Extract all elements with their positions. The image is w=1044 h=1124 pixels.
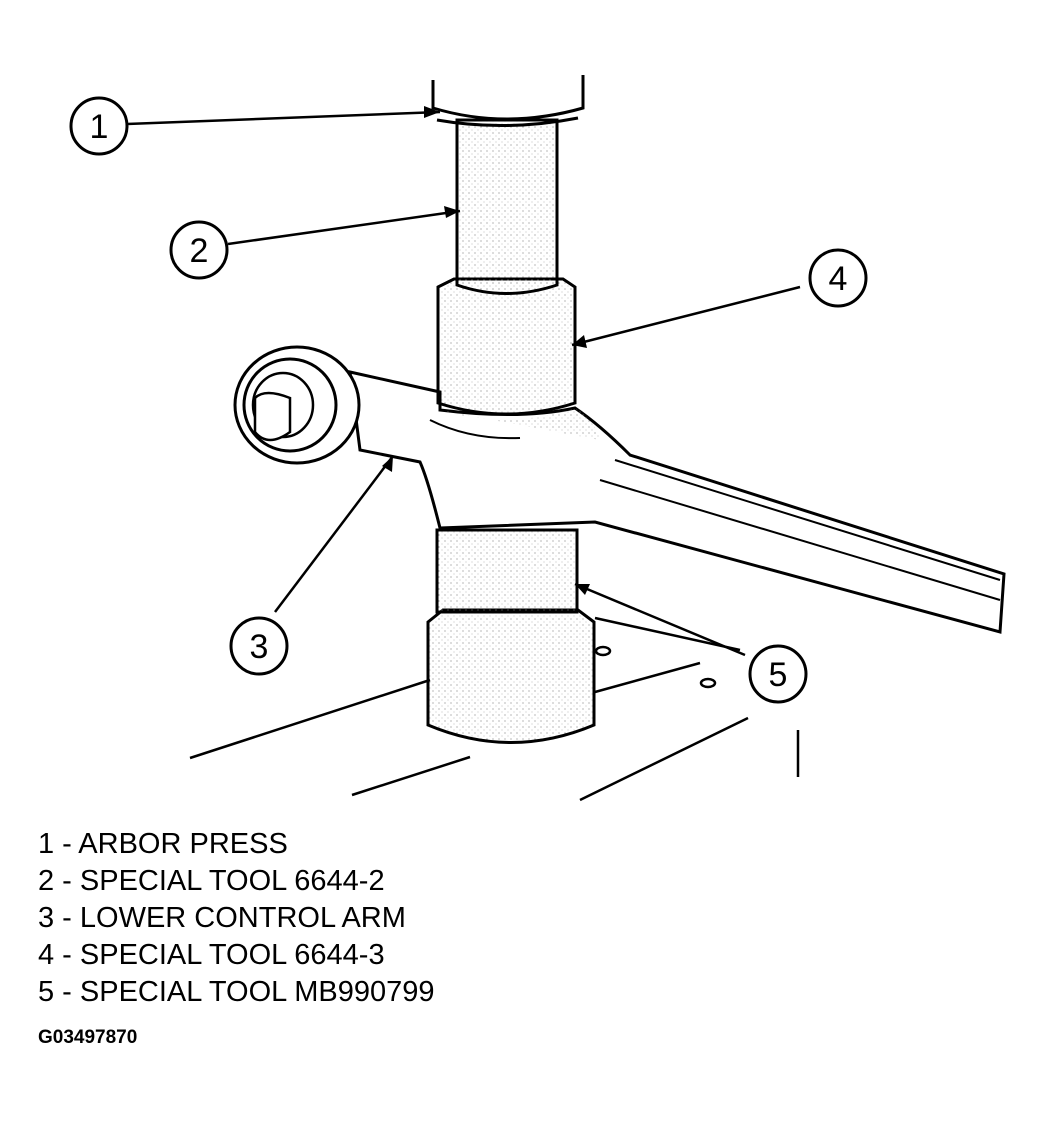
- press-table: [189, 616, 800, 802]
- leader-lines: [126, 110, 801, 657]
- callout-4-number: 4: [829, 260, 848, 298]
- legend-item: 2 - SPECIAL TOOL 6644-2: [38, 865, 385, 897]
- arbor-press: [431, 75, 585, 127]
- callout-1-number: 1: [90, 108, 109, 146]
- callout-1: 1: [69, 96, 129, 156]
- callout-5-number: 5: [769, 656, 788, 694]
- legend-item: 3 - LOWER CONTROL ARM: [38, 902, 406, 934]
- callout-4: 4: [808, 248, 868, 308]
- legend-item: 1 - ARBOR PRESS: [38, 828, 288, 860]
- special-tool-6644-3: [436, 277, 577, 416]
- callout-3-number: 3: [250, 628, 269, 666]
- lower-control-arm: [233, 345, 1006, 634]
- special-tool-6644-2: [455, 118, 559, 295]
- legend-item: 5 - SPECIAL TOOL MB990799: [38, 976, 435, 1008]
- callout-3: 3: [229, 616, 289, 676]
- special-tool-mb990799: [426, 528, 596, 744]
- leader-arrowheads: [382, 106, 590, 595]
- callout-5: 5: [748, 644, 808, 704]
- callout-2-number: 2: [190, 232, 209, 270]
- legend-item: 4 - SPECIAL TOOL 6644-3: [38, 939, 385, 971]
- figure-id: G03497870: [38, 1027, 138, 1048]
- legend: 1 - ARBOR PRESS 2 - SPECIAL TOOL 6644-2 …: [38, 826, 435, 1011]
- callout-2: 2: [169, 220, 229, 280]
